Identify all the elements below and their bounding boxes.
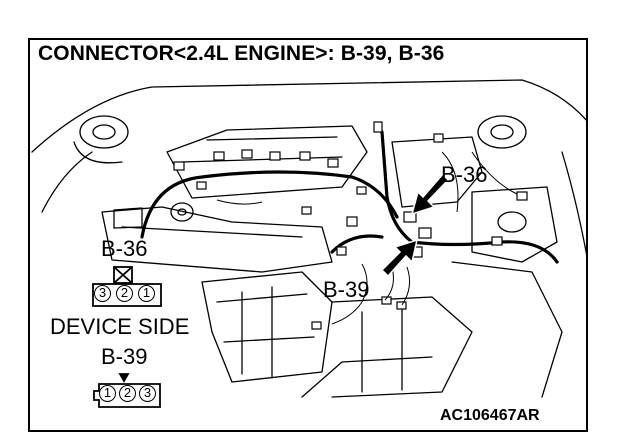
b36-pin-3: 3 — [94, 285, 111, 302]
diagram-frame — [28, 38, 588, 432]
b39-legend-name: B-39 — [101, 344, 148, 369]
b39-pin-1: 1 — [99, 385, 116, 402]
device-side-label: DEVICE SIDE — [50, 314, 190, 339]
figure-code: AC106467AR — [440, 407, 540, 424]
b36-pin-2: 2 — [116, 285, 133, 302]
b39-callout-label: B-39 — [323, 277, 370, 302]
b36-legend-name: B-36 — [101, 236, 148, 261]
b39-pin-2: 2 — [119, 385, 136, 402]
b39-pin-3: 3 — [139, 385, 156, 402]
diagram-title: CONNECTOR<2.4L ENGINE>: B-39, B-36 — [38, 42, 445, 65]
engine-bay-illustration — [31, 79, 586, 408]
b36-callout-label: B-36 — [441, 162, 488, 187]
b36-pin-1: 1 — [138, 285, 155, 302]
